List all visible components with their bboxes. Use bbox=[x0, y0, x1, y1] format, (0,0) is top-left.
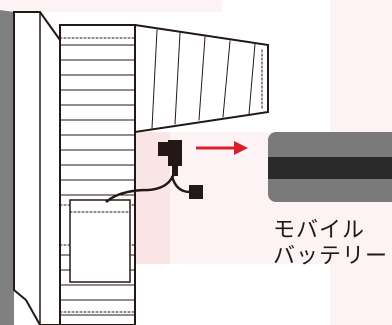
sleeve-lines bbox=[151, 29, 256, 129]
jacket-illustration bbox=[0, 10, 269, 325]
arrow-right-icon bbox=[196, 141, 248, 155]
jacket-quilt-lines bbox=[59, 44, 136, 316]
mobile-battery-icon bbox=[268, 132, 392, 202]
jacket-front-panel bbox=[13, 11, 61, 325]
battery-pocket bbox=[69, 199, 131, 283]
jacket-side-panel bbox=[0, 10, 14, 325]
battery-label-line1: モバイル bbox=[273, 218, 366, 243]
battery-label: モバイル バッテリー bbox=[273, 218, 388, 270]
usb-plug-icon bbox=[158, 140, 182, 176]
battery-label-line2: バッテリー bbox=[273, 244, 389, 269]
usb-connector-icon bbox=[189, 185, 203, 199]
